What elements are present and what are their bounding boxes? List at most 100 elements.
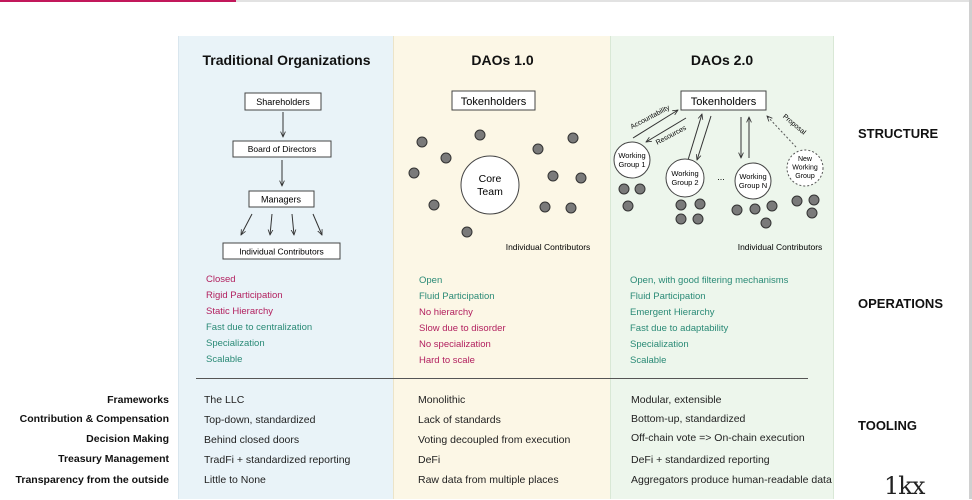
operation-item: Fast due to adaptability	[630, 323, 729, 334]
operation-item: Open	[419, 275, 443, 286]
core-team-circle	[460, 155, 520, 215]
row-label-transparency: Transparency from the outside	[15, 474, 169, 486]
column-traditional: Traditional Organizations	[178, 36, 394, 499]
contributor-dot	[760, 217, 772, 229]
working-group-2-circle	[665, 158, 705, 198]
column-dao1: DAOs 1.0	[393, 36, 611, 499]
contributor-dot	[408, 167, 420, 179]
operation-item: Specialization	[630, 339, 689, 350]
operation-item: Closed	[206, 274, 236, 285]
contributors-label-dao1: Individual Contributors	[506, 242, 591, 252]
tooling-dao1-treasury: DeFi	[418, 454, 441, 466]
arrow-proposal	[767, 116, 797, 148]
contributor-dot	[806, 207, 818, 219]
working-group-1-line-2: Group 1	[618, 160, 645, 169]
tooling-dao2-transparency: Aggregators produce human-readable data	[631, 474, 832, 486]
dao1-contributor-dots	[408, 129, 587, 238]
operation-item: Open, with good filtering mechanisms	[630, 275, 789, 286]
tooling-traditional-decision: Behind closed doors	[204, 434, 300, 446]
dao2-structure: Tokenholders Accountability Resources Pr…	[613, 90, 824, 252]
dao2-tokenholders-label: Tokenholders	[691, 96, 757, 108]
top-accent	[0, 0, 236, 2]
contributor-dot	[692, 213, 704, 225]
working-group-n-line-2: Group N	[739, 181, 767, 190]
contributor-dot	[694, 198, 706, 210]
row-label-contribution: Contribution & Compensation	[19, 413, 169, 425]
contributors-box	[222, 242, 341, 260]
operation-item: Fluid Participation	[419, 291, 495, 302]
dao1-tokenholders-box	[451, 90, 536, 111]
contributor-dot	[791, 195, 803, 207]
operation-item: Slow due to disorder	[419, 323, 506, 334]
arrow-wg2-down	[697, 115, 712, 160]
contributor-dot	[547, 170, 559, 182]
new-working-group-line-1: New	[798, 156, 813, 163]
tooling-dao1-contribution: Lack of standards	[418, 414, 501, 426]
core-team-label-2: Team	[477, 186, 503, 198]
operation-item: Fast due to centralization	[206, 322, 313, 333]
contributor-dot	[428, 199, 440, 211]
board-box	[232, 140, 332, 158]
operation-item: Scalable	[206, 354, 243, 365]
tooling-traditional-frameworks: The LLC	[204, 394, 245, 406]
contributor-dot	[675, 199, 687, 211]
contributors-label-dao2: Individual Contributors	[738, 242, 823, 252]
section-label-operations: OPERATIONS	[858, 296, 943, 311]
working-group-2-line-2: Group 2	[671, 178, 698, 187]
contributor-dot	[474, 129, 486, 141]
working-group-n-line-1: Working	[739, 172, 766, 181]
arrow-managers-2	[270, 213, 272, 235]
contributor-dot	[675, 213, 687, 225]
tooling-traditional-contribution: Top-down, standardized	[204, 414, 316, 426]
tooling-dao1-transparency: Raw data from multiple places	[418, 474, 559, 486]
dao1-structure: Tokenholders Core Team Individual Contri…	[408, 90, 591, 252]
tooling-traditional-treasury: TradFi + standardized reporting	[204, 454, 351, 466]
row-label-frameworks: Frameworks	[107, 394, 169, 406]
proposal-label: Proposal	[781, 113, 807, 136]
dao2-contributor-dots	[618, 183, 820, 229]
section-label-tooling: TOOLING	[858, 418, 917, 433]
operation-item: No hierarchy	[419, 307, 473, 318]
operation-item: Hard to scale	[419, 355, 475, 366]
traditional-hierarchy: Shareholders Board of Directors Managers…	[222, 92, 341, 260]
operation-item: No specialization	[419, 339, 491, 350]
new-working-group-line-3: Group	[795, 173, 815, 180]
contributor-dot	[532, 143, 544, 155]
core-team-label-1: Core	[479, 173, 502, 185]
contributor-dot	[461, 226, 473, 238]
tooling-dao2-decision: Off-chain vote => On-chain execution	[631, 432, 805, 444]
column-title-dao1: DAOs 1.0	[471, 52, 534, 68]
operation-item: Emergent Hierarchy	[630, 307, 715, 318]
arrow-managers-3	[292, 213, 294, 235]
right-border	[969, 0, 972, 499]
column-title-traditional: Traditional Organizations	[202, 52, 371, 68]
row-label-treasury: Treasury Management	[58, 453, 169, 465]
section-label-structure: STRUCTURE	[858, 126, 939, 141]
contributor-dot	[575, 172, 587, 184]
column-title-dao2: DAOs 2.0	[690, 52, 754, 68]
column-dao2: DAOs 2.0	[610, 36, 834, 499]
contributor-dot	[731, 204, 743, 216]
operation-item: Specialization	[206, 338, 265, 349]
row-label-decision-making: Decision Making	[86, 433, 169, 445]
working-group-1-line-1: Working	[618, 151, 645, 160]
arrow-wg1-to-tokenholders	[632, 110, 678, 139]
contributor-dot	[539, 201, 551, 213]
arrow-tokenholders-to-wg1	[646, 117, 687, 142]
dao1-tokenholders-label: Tokenholders	[461, 96, 527, 108]
operation-item: Fluid Participation	[630, 291, 706, 302]
shareholders-label: Shareholders	[256, 97, 310, 107]
brand-logo: 1kx	[884, 472, 925, 500]
shareholders-box	[244, 92, 322, 111]
managers-label: Managers	[261, 195, 302, 205]
structure-diagram: Shareholders Board of Directors Managers…	[222, 90, 824, 260]
arrow-managers-4	[312, 213, 322, 235]
operation-item: Rigid Participation	[206, 290, 283, 301]
working-group-2-line-1: Working	[671, 169, 698, 178]
contributors-label-traditional: Individual Contributors	[239, 247, 324, 257]
tooling-dao2-treasury: DeFi + standardized reporting	[631, 454, 770, 466]
operation-item: Static Hierarchy	[206, 306, 274, 317]
top-border	[0, 0, 972, 2]
